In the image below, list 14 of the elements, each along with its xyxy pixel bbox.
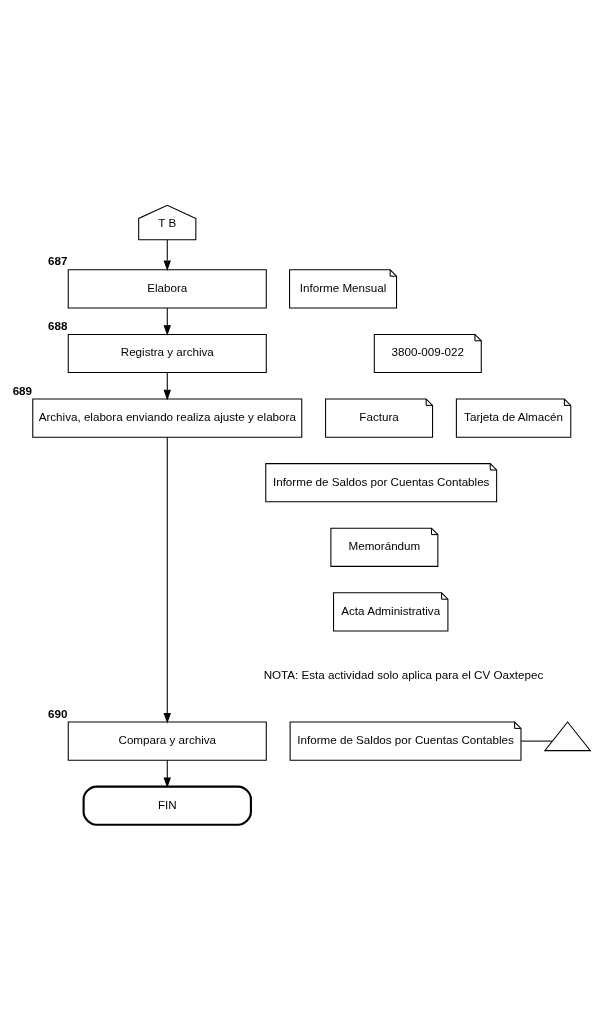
connector [520, 740, 553, 742]
node-label: 690 [48, 706, 68, 720]
label: NOTA: Esta actividad solo aplica para el CV Oaxtepec [263, 668, 544, 682]
node-box: Archiva, elabora enviando realiza ajuste y elabora [32, 398, 303, 438]
node-box: Compara y archiva [67, 721, 267, 761]
node-box: Registra y archiva [67, 333, 267, 374]
node-label: 688 [48, 318, 68, 332]
node-label: 689 [12, 383, 33, 397]
node-triangle [543, 721, 592, 752]
node-box: Elabora [67, 269, 267, 309]
arrow [163, 239, 171, 271]
node-box: FIN [82, 785, 252, 826]
arrow [163, 436, 171, 724]
node-label: 687 [48, 254, 68, 268]
